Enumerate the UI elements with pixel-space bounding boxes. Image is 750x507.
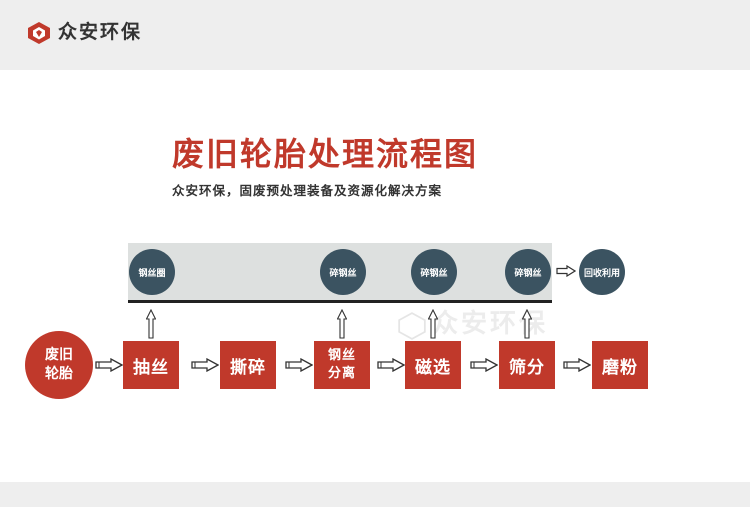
up-arrow-icon (146, 309, 156, 339)
step-steel-wire-separation: 钢丝 分离 (314, 341, 370, 389)
output-band-baseline (128, 300, 552, 303)
watermark-logo-icon (398, 312, 426, 340)
output-broken-steel-wire-2: 碎钢丝 (411, 249, 457, 295)
output-broken-steel-wire-3: 碎钢丝 (505, 249, 551, 295)
footer-bar (0, 482, 750, 507)
flow-arrow-icon (377, 358, 405, 372)
step-grinding: 磨粉 (592, 341, 648, 389)
start-node-waste-tires: 废旧 轮胎 (25, 331, 93, 399)
step-line1: 钢丝 (327, 348, 356, 363)
flow-arrow-icon (191, 358, 219, 372)
step-shredding: 撕碎 (220, 341, 276, 389)
step-magnetic-separation: 磁选 (405, 341, 461, 389)
output-steel-bead-ring: 钢丝圈 (129, 249, 175, 295)
start-node-line1: 废旧 (45, 347, 73, 363)
flow-arrow-icon (95, 358, 123, 372)
flow-arrow-icon (285, 358, 313, 372)
up-arrow-icon (337, 309, 347, 339)
step-screening: 筛分 (499, 341, 555, 389)
diagram-subtitle: 众安环保，固废预处理装备及资源化解决方案 (172, 183, 443, 198)
arrow-to-recycling-icon (556, 265, 576, 277)
start-node-line2: 轮胎 (45, 366, 73, 382)
step-wire-drawing: 抽丝 (123, 341, 179, 389)
up-arrow-icon (428, 309, 438, 339)
output-recycling: 回收利用 (579, 249, 625, 295)
output-broken-steel-wire-1: 碎钢丝 (320, 249, 366, 295)
flow-arrow-icon (563, 358, 591, 372)
flow-arrow-icon (470, 358, 498, 372)
brand-logo-icon (28, 22, 50, 44)
header-bar: 众安环保 (0, 0, 750, 70)
step-line2: 分离 (327, 366, 356, 381)
brand-name: 众安环保 (58, 21, 143, 43)
up-arrow-icon (522, 309, 532, 339)
diagram-title: 废旧轮胎处理流程图 (172, 135, 479, 173)
